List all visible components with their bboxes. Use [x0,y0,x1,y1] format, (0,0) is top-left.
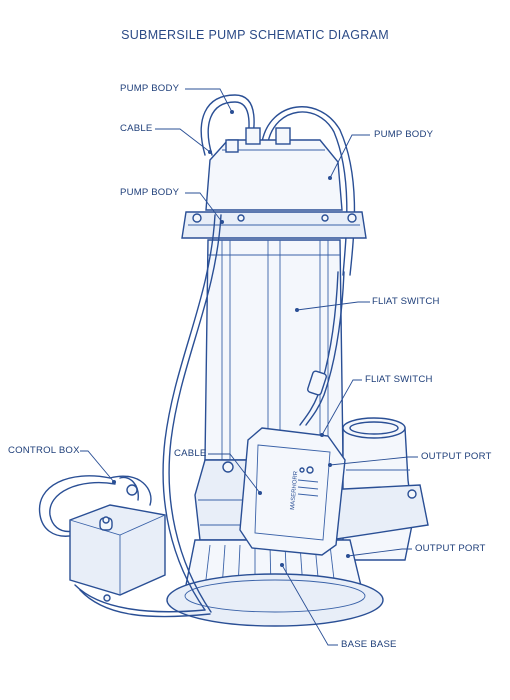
label-float-switch-2: FLlAT SWITCH [365,374,433,385]
label-cable-mid: CABLE [174,448,207,459]
motor-body [204,239,344,461]
label-pump-body-top: PUMP BODY [120,83,180,94]
control-box [69,504,166,596]
label-float-switch-1: FLlAT SWITCH [372,296,440,307]
label-output-port-2: OUTPUT PORT [415,543,486,554]
diagram-title: SUBMERSILE PUMP SCHEMATIC DIAGRAM [121,28,389,42]
label-output-port-1: OUTPUT PORT [421,451,492,462]
label-cable-top: CABLE [120,123,153,134]
power-cable [162,214,216,611]
float-switch-brand: MASERHORR [290,470,299,510]
base-ring [166,573,384,627]
label-pump-body-left: PUMP BODY [120,187,180,198]
label-control-box: CONTROL BOX [8,445,80,456]
label-base: BASE BASE [341,639,397,650]
leader-lines [80,88,418,646]
label-pump-body-right: PUMP BODY [374,129,434,140]
float-switch [239,427,346,556]
